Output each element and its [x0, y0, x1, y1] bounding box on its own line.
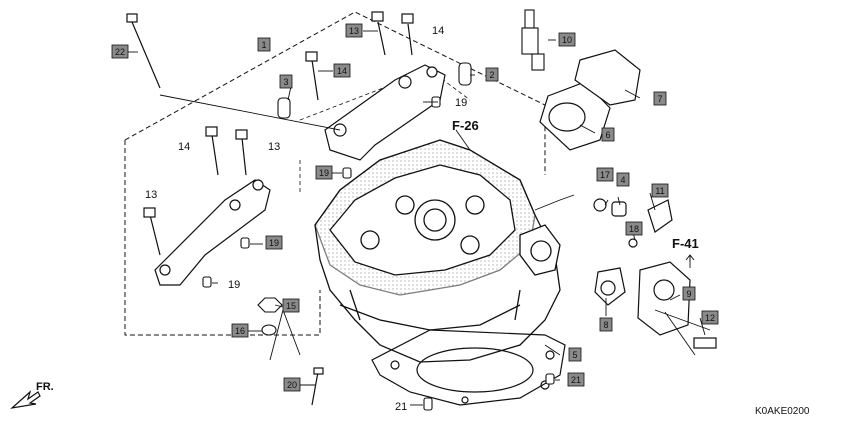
label-21-bottom: 21	[395, 401, 407, 413]
assembly-outline	[124, 11, 546, 336]
callout-tag-6: 6	[601, 127, 615, 142]
insulator	[539, 49, 641, 151]
callout-tag-9: 9	[682, 286, 696, 301]
ref-f41-arrow	[685, 254, 695, 262]
cylinder-head-gasket	[371, 329, 566, 406]
callout-text: 7	[657, 94, 662, 104]
callout-tag-18: 18	[625, 221, 643, 236]
callout-tag-14a: 14	[333, 63, 351, 78]
callout-text: 15	[286, 301, 296, 311]
callout-tag-19b: 19	[265, 235, 283, 250]
ref-f26: F-26	[452, 118, 479, 133]
callout-tag-7: 7	[653, 91, 667, 106]
cylinder-head	[314, 139, 561, 363]
cam-holder-lower	[154, 179, 271, 286]
callout-text: 10	[562, 35, 572, 45]
callout-tag-20: 20	[283, 377, 301, 392]
callout-text: 2	[489, 70, 494, 80]
callout-text: 20	[287, 380, 297, 390]
callout-tag-17: 17	[596, 167, 614, 182]
callout-tag-4: 4	[616, 172, 630, 187]
callout-tag-16: 16	[231, 323, 249, 338]
callout-text: 4	[620, 175, 625, 185]
cam-holder-upper	[324, 64, 446, 161]
front-label: FR.	[36, 381, 54, 393]
callout-tag-21: 21	[567, 372, 585, 387]
callout-text: 1	[261, 40, 266, 50]
label-19-low: 19	[228, 279, 240, 291]
thermostat-cover	[593, 198, 691, 336]
callout-tag-13a: 13	[345, 23, 363, 38]
ref-f41: F-41	[672, 236, 699, 251]
diagram-code: K0AKE0200	[755, 406, 810, 417]
callout-text: 22	[115, 47, 125, 57]
callout-text: 17	[600, 170, 610, 180]
label-13-low: 13	[145, 189, 157, 201]
callout-text: 19	[269, 238, 279, 248]
label-14-left: 14	[178, 141, 190, 153]
callout-text: 16	[235, 326, 245, 336]
callout-text: 14	[337, 66, 347, 76]
cam-holder-outline	[299, 69, 471, 195]
callout-tag-22: 22	[111, 44, 129, 59]
callout-text: 21	[571, 375, 581, 385]
callout-tag-3: 3	[279, 74, 293, 89]
callout-tag-12: 12	[701, 310, 719, 325]
callout-tag-19a: 19	[315, 165, 333, 180]
callout-text: 8	[603, 320, 608, 330]
callout-text: 19	[319, 168, 329, 178]
callout-text: 11	[655, 186, 664, 196]
bolts	[126, 11, 717, 406]
callout-tag-15: 15	[282, 298, 300, 313]
callout-tag-10: 10	[558, 32, 576, 47]
callout-tag-11: 11	[651, 183, 669, 198]
callout-text: 6	[605, 130, 610, 140]
callout-tag-1: 1	[257, 37, 271, 52]
label-13-left: 13	[268, 141, 280, 153]
dowel-pins	[202, 62, 555, 411]
callout-text: 9	[686, 289, 691, 299]
label-19-top: 19	[455, 97, 467, 109]
callout-text: 5	[572, 350, 577, 360]
spark-plug	[521, 9, 545, 71]
callout-text: 18	[629, 224, 639, 234]
callout-text: 12	[705, 313, 715, 323]
callout-tag-2: 2	[485, 67, 499, 82]
front-direction-arrow: FR.	[10, 381, 54, 409]
callout-text: 13	[349, 26, 359, 36]
callout-tag-8: 8	[599, 317, 613, 332]
callout-tag-5: 5	[568, 347, 582, 362]
label-14-top: 14	[432, 25, 444, 37]
callout-text: 3	[283, 77, 288, 87]
leader-lines	[128, 30, 711, 406]
